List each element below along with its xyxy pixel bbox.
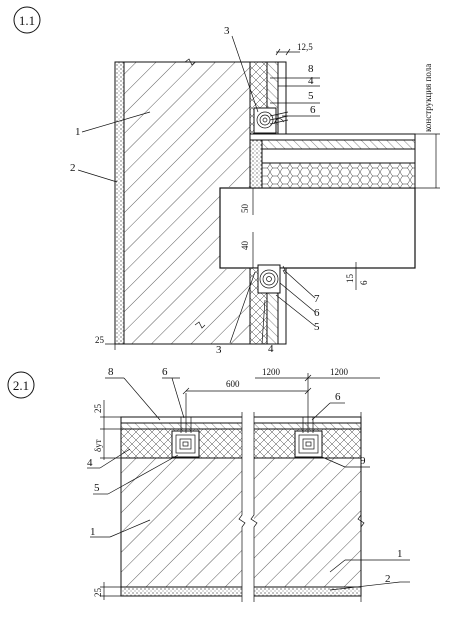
dim-40: 40 bbox=[240, 241, 250, 251]
detail-1-1-marker bbox=[13, 6, 41, 34]
wood-bar-left bbox=[171, 430, 200, 458]
break-right bbox=[250, 412, 258, 602]
callout-6-bottom: 6 bbox=[314, 307, 320, 319]
top-finish bbox=[120, 416, 362, 424]
floor-finish bbox=[249, 133, 416, 141]
callout-8: 8 bbox=[108, 366, 114, 378]
callout-6-left: 6 bbox=[162, 366, 168, 378]
callout-5: 5 bbox=[94, 482, 100, 494]
dim-600: 600 bbox=[226, 379, 240, 389]
callout-3-bottom: 3 bbox=[216, 344, 222, 356]
callout-5-top: 5 bbox=[308, 90, 314, 102]
dim-25-top: 25 bbox=[93, 404, 103, 414]
callout-5-bottom: 5 bbox=[314, 321, 320, 333]
dim-1200-a: 1200 bbox=[262, 367, 281, 377]
callout-4-bottom: 4 bbox=[268, 343, 274, 355]
top-board bbox=[120, 422, 362, 430]
detail-2-1-marker bbox=[7, 371, 35, 399]
detail-2-1: 2.1 bbox=[7, 366, 410, 602]
floor-board bbox=[249, 139, 416, 150]
callout-6-right: 6 bbox=[335, 391, 341, 403]
callout-2: 2 bbox=[70, 162, 76, 174]
floor-screed bbox=[249, 148, 416, 164]
cladding-upper bbox=[277, 61, 287, 135]
floor-insulation bbox=[261, 162, 416, 189]
callout-8: 8 bbox=[308, 63, 314, 75]
callout-9: 9 bbox=[360, 455, 366, 467]
fastener-left bbox=[180, 417, 192, 433]
insulation-layer bbox=[120, 428, 362, 459]
callout-4-top: 4 bbox=[308, 75, 314, 87]
dim-50: 50 bbox=[240, 204, 250, 214]
plaster-layer bbox=[114, 61, 125, 345]
wood-bar-lower bbox=[257, 264, 281, 294]
floor-slab bbox=[219, 187, 416, 269]
detail-1-1: 1.1 bbox=[13, 6, 440, 356]
dim-12-5: 12,5 bbox=[297, 42, 313, 52]
break-left bbox=[238, 412, 246, 602]
dim-d-ut: δут bbox=[93, 439, 103, 452]
callout-2: 2 bbox=[385, 573, 391, 585]
bottom-plaster bbox=[120, 586, 362, 597]
dim-1200-b: 1200 bbox=[330, 367, 349, 377]
detail-2-1-label: 2.1 bbox=[13, 378, 29, 393]
callout-1-right: 1 bbox=[397, 548, 403, 560]
wood-bar-right bbox=[294, 430, 323, 458]
break-line-bottom bbox=[194, 321, 206, 329]
dim-25-left: 25 bbox=[95, 335, 105, 345]
dim-15: 15 bbox=[345, 274, 355, 284]
callout-4: 4 bbox=[87, 457, 93, 469]
floor-construction-label: конструкция пола bbox=[423, 64, 433, 132]
wall-body bbox=[120, 457, 362, 588]
break-line-top bbox=[184, 58, 196, 66]
callout-1: 1 bbox=[75, 126, 81, 138]
detail-1-1-label: 1.1 bbox=[19, 13, 35, 28]
callout-6-top: 6 bbox=[310, 104, 316, 116]
fastener-right bbox=[302, 417, 314, 433]
dim-25-bottom: 25 bbox=[93, 588, 103, 598]
callout-3-top: 3 bbox=[224, 25, 230, 37]
callout-7: 7 bbox=[314, 293, 320, 305]
callout-1-left: 1 bbox=[90, 526, 96, 538]
edge-strip bbox=[249, 139, 263, 189]
dim-6: 6 bbox=[359, 280, 369, 285]
fastener-upper bbox=[269, 111, 289, 125]
